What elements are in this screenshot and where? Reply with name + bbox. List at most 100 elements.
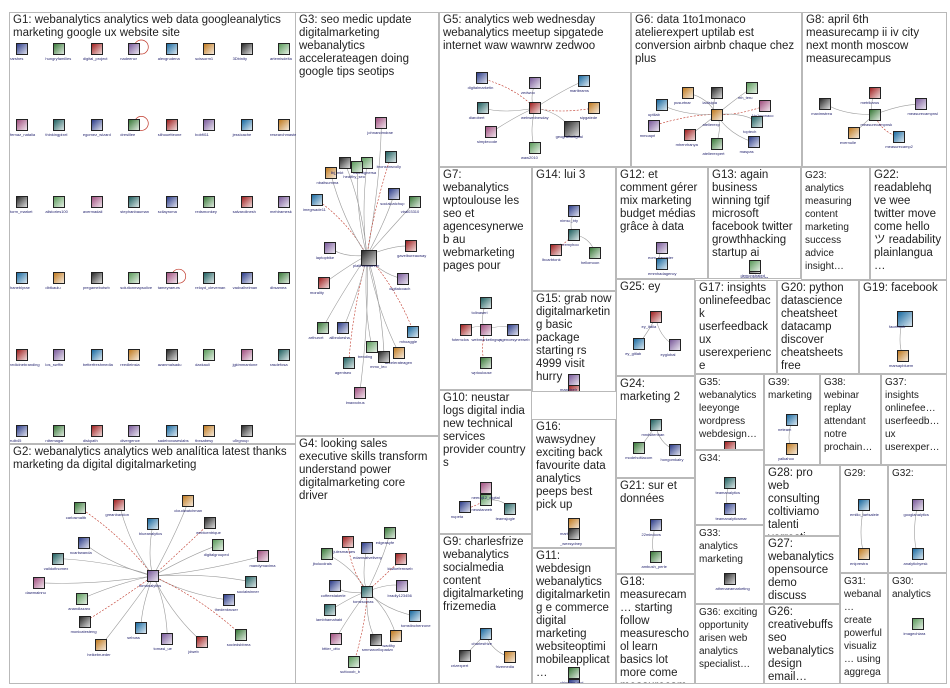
user-node-icon[interactable] <box>128 349 140 361</box>
user-node-icon[interactable] <box>16 425 28 437</box>
user-node-icon[interactable] <box>724 441 736 450</box>
user-node-icon[interactable] <box>53 425 65 437</box>
user-node-icon[interactable] <box>397 273 409 285</box>
user-node-icon[interactable] <box>245 576 257 588</box>
user-node-icon[interactable] <box>568 229 580 241</box>
user-node-icon[interactable] <box>650 311 662 323</box>
user-node-icon[interactable] <box>480 482 492 494</box>
user-node-icon[interactable] <box>915 98 927 110</box>
user-node-icon[interactable] <box>223 594 235 606</box>
user-node-icon[interactable] <box>147 518 159 530</box>
user-node-icon[interactable] <box>724 503 736 515</box>
user-node-icon[interactable] <box>897 350 909 362</box>
user-node-icon[interactable] <box>278 196 290 208</box>
user-node-icon[interactable] <box>724 477 736 489</box>
user-node-icon[interactable] <box>128 425 140 437</box>
user-node-icon[interactable] <box>278 349 290 361</box>
user-node-icon[interactable] <box>409 610 421 622</box>
user-node-icon[interactable] <box>235 629 247 641</box>
user-node-icon[interactable] <box>52 553 64 565</box>
user-node-icon[interactable] <box>746 82 758 94</box>
user-node-icon[interactable] <box>203 43 215 55</box>
user-node-icon[interactable] <box>16 119 28 131</box>
user-node-icon[interactable] <box>409 196 421 208</box>
user-node-icon[interactable] <box>317 322 329 334</box>
user-node-icon[interactable] <box>257 550 269 562</box>
user-node-icon[interactable] <box>91 196 103 208</box>
user-node-icon[interactable] <box>278 119 290 131</box>
user-node-icon[interactable] <box>203 425 215 437</box>
user-node-icon[interactable] <box>656 258 668 270</box>
user-node-icon[interactable] <box>504 651 516 663</box>
user-node-icon[interactable] <box>128 196 140 208</box>
user-node-icon[interactable] <box>53 43 65 55</box>
user-node-icon[interactable] <box>393 347 405 359</box>
user-node-icon[interactable] <box>278 43 290 55</box>
user-node-icon[interactable] <box>147 570 159 582</box>
user-node-icon[interactable] <box>311 194 323 206</box>
user-node-icon[interactable] <box>91 272 103 284</box>
user-node-icon[interactable] <box>166 119 178 131</box>
user-node-icon[interactable] <box>912 548 924 560</box>
user-node-icon[interactable] <box>339 157 351 169</box>
user-node-icon[interactable] <box>650 551 662 563</box>
user-node-icon[interactable] <box>656 99 668 111</box>
user-node-icon[interactable] <box>16 43 28 55</box>
user-node-icon[interactable] <box>166 43 178 55</box>
user-node-icon[interactable] <box>375 117 387 129</box>
user-node-icon[interactable] <box>91 349 103 361</box>
user-node-icon[interactable] <box>633 338 645 350</box>
user-node-icon[interactable] <box>529 142 541 154</box>
user-node-icon[interactable] <box>354 387 366 399</box>
user-node-icon[interactable] <box>318 277 330 289</box>
user-node-icon[interactable] <box>76 593 88 605</box>
user-node-icon[interactable] <box>682 87 694 99</box>
user-node-icon[interactable] <box>459 501 471 513</box>
user-node-icon[interactable] <box>589 247 601 259</box>
user-node-icon[interactable] <box>203 272 215 284</box>
user-node-icon[interactable] <box>748 136 760 148</box>
user-node-icon[interactable] <box>912 618 924 630</box>
user-node-icon[interactable] <box>241 272 253 284</box>
user-node-icon[interactable] <box>459 650 471 662</box>
user-node-icon[interactable] <box>869 87 881 99</box>
user-node-icon[interactable] <box>241 349 253 361</box>
user-node-icon[interactable] <box>751 116 763 128</box>
user-node-icon[interactable] <box>848 127 860 139</box>
user-node-icon[interactable] <box>16 272 28 284</box>
user-node-icon[interactable] <box>337 322 349 334</box>
user-node-icon[interactable] <box>203 349 215 361</box>
user-node-icon[interactable] <box>396 580 408 592</box>
user-node-icon[interactable] <box>480 297 492 309</box>
user-node-icon[interactable] <box>53 196 65 208</box>
user-node-icon[interactable] <box>395 553 407 565</box>
user-node-icon[interactable] <box>684 129 696 141</box>
user-node-icon[interactable] <box>33 577 45 589</box>
user-node-icon[interactable] <box>759 100 771 112</box>
user-node-icon[interactable] <box>869 109 881 121</box>
user-node-icon[interactable] <box>348 656 360 668</box>
user-node-icon[interactable] <box>196 636 208 648</box>
user-node-icon[interactable] <box>384 527 396 539</box>
user-node-icon[interactable] <box>166 349 178 361</box>
user-node-icon[interactable] <box>568 528 580 540</box>
user-node-icon[interactable] <box>53 349 65 361</box>
user-node-icon[interactable] <box>650 419 662 431</box>
user-node-icon[interactable] <box>135 622 147 634</box>
user-node-icon[interactable] <box>476 72 488 84</box>
user-node-icon[interactable] <box>91 425 103 437</box>
user-node-icon[interactable] <box>711 87 723 99</box>
user-node-icon[interactable] <box>477 102 489 114</box>
user-node-icon[interactable] <box>507 324 519 336</box>
user-node-icon[interactable] <box>385 151 397 163</box>
user-node-icon[interactable] <box>485 126 497 138</box>
user-node-icon[interactable] <box>529 102 541 114</box>
user-node-icon[interactable] <box>241 196 253 208</box>
user-node-icon[interactable] <box>724 573 736 585</box>
user-node-icon[interactable] <box>669 444 681 456</box>
user-node-icon[interactable] <box>405 240 417 252</box>
user-node-icon[interactable] <box>16 349 28 361</box>
user-node-icon[interactable] <box>278 272 290 284</box>
user-node-icon[interactable] <box>480 628 492 640</box>
user-node-icon[interactable] <box>351 161 363 173</box>
